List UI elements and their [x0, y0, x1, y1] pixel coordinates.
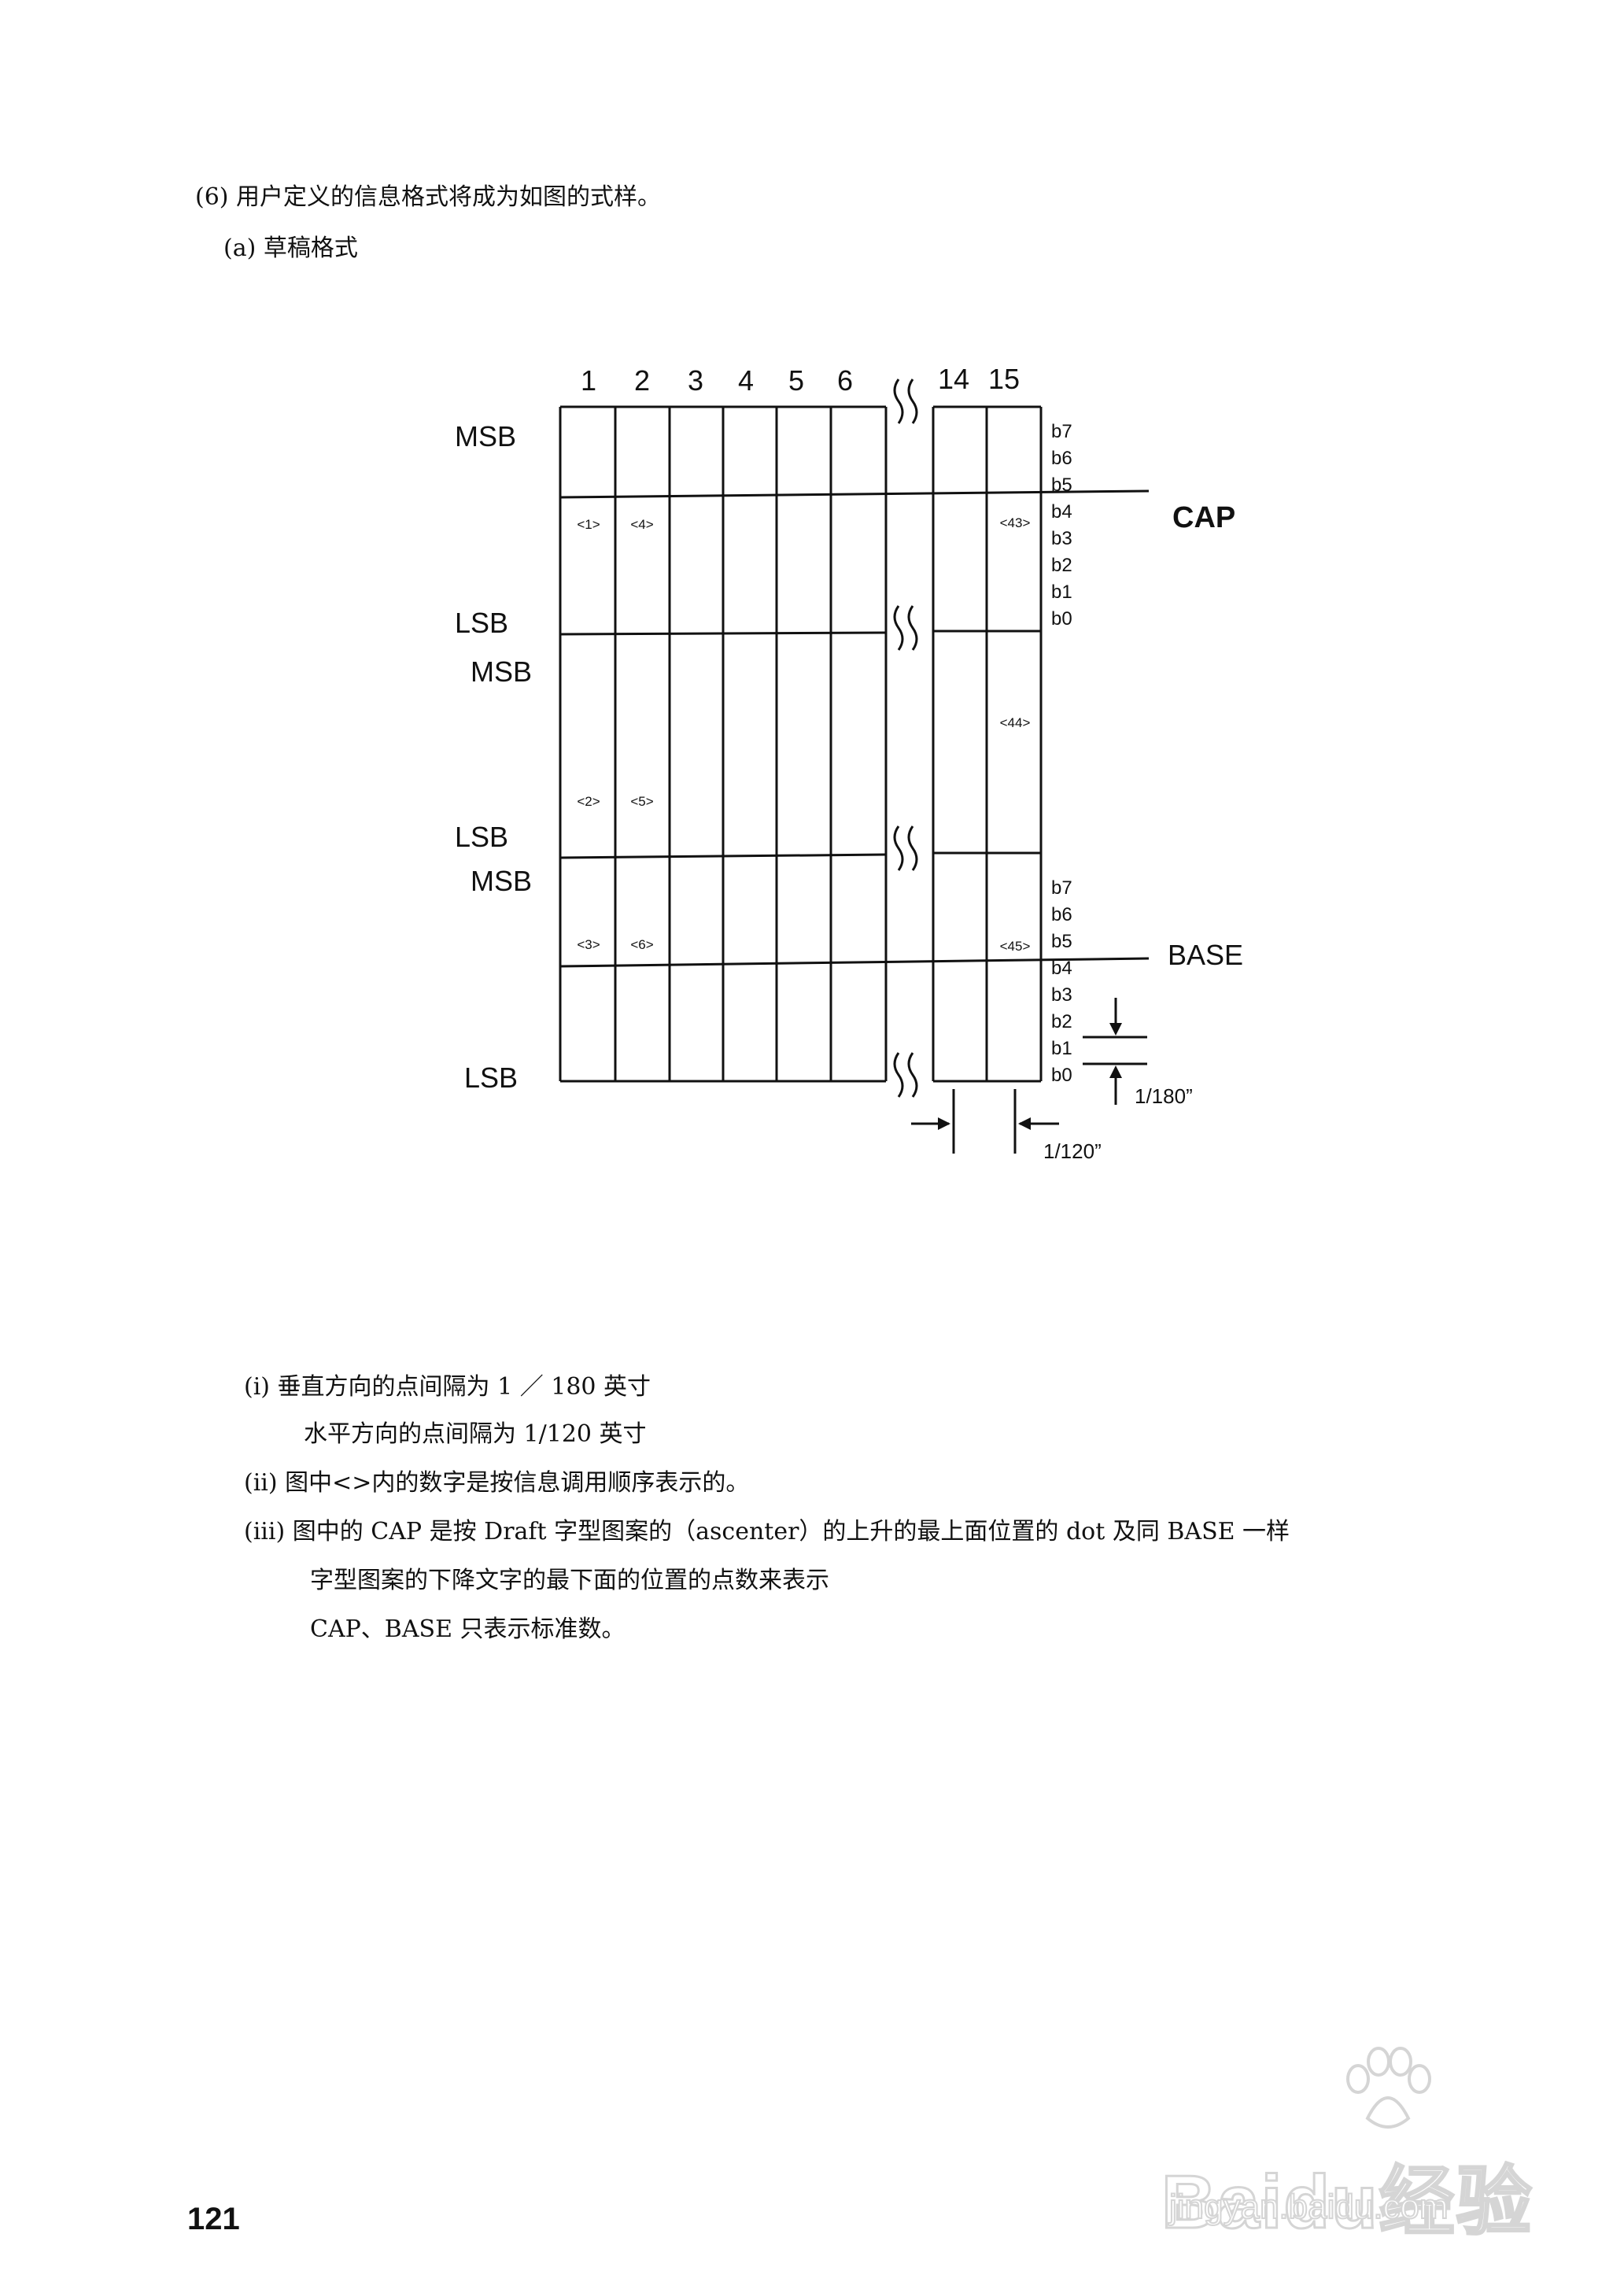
lsb-label: LSB — [464, 1062, 518, 1094]
watermark: Baidu经验 jingyan.baidu.com — [1161, 2047, 1602, 2258]
bit-label: b1 — [1051, 582, 1072, 603]
bit-label: b0 — [1051, 608, 1072, 630]
bit-label: b4 — [1051, 501, 1072, 522]
dot-matrix-diagram: 1 2 3 4 5 6 14 15 MSB LSB MSB LSB MSB LS… — [455, 363, 1243, 1163]
section-heading: (6) 用户定义的信息格式将成为如图的式样。 — [195, 183, 662, 211]
vertical-dimension-arrow-icon — [1083, 998, 1147, 1105]
horizontal-spacing-label: 1/120” — [1043, 1139, 1102, 1163]
column-label: 1 — [581, 364, 596, 397]
bit-label: b3 — [1051, 528, 1072, 549]
column-label: 15 — [988, 363, 1020, 395]
note-line: 字型图案的下降文字的最下面的位置的点数来表示 — [310, 1567, 829, 1594]
vertical-spacing-label: 1/180” — [1135, 1084, 1193, 1108]
note-line: (i) 垂直方向的点间隔为 1 ／ 180 英寸 — [244, 1373, 651, 1401]
column-label: 5 — [788, 364, 804, 397]
bit-label: b2 — [1051, 555, 1072, 576]
bit-label: b2 — [1051, 1011, 1072, 1032]
base-label: BASE — [1168, 939, 1243, 971]
bit-label: b7 — [1051, 877, 1072, 899]
column-label: 4 — [738, 364, 754, 397]
bit-label: b5 — [1051, 474, 1072, 496]
note-line: 水平方向的点间隔为 1/120 英寸 — [304, 1420, 647, 1448]
column-label: 3 — [688, 364, 703, 397]
bit-label: b3 — [1051, 984, 1072, 1006]
bit-label: b1 — [1051, 1038, 1072, 1059]
cell-marker: <43> — [1000, 515, 1031, 530]
break-mark-icon — [893, 378, 918, 1098]
cap-label: CAP — [1172, 501, 1235, 534]
cell-marker: <6> — [630, 937, 653, 952]
lsb-label: LSB — [455, 607, 508, 639]
cell-marker: <44> — [1000, 715, 1031, 730]
cell-marker: <2> — [577, 794, 600, 809]
cell-marker: <3> — [577, 937, 600, 952]
bit-label: b6 — [1051, 448, 1072, 469]
bit-label: b5 — [1051, 931, 1072, 952]
msb-label: MSB — [455, 420, 516, 452]
subsection-heading: (a) 草稿格式 — [223, 234, 358, 262]
page-number: 121 — [187, 2202, 240, 2236]
cell-marker: <4> — [630, 517, 653, 532]
watermark-logo: Baidu经验 — [1161, 2159, 1534, 2246]
bit-label: b7 — [1051, 421, 1072, 442]
cell-marker: <45> — [1000, 939, 1031, 954]
note-line: (iii) 图中的 CAP 是按 Draft 字型图案的（ascenter）的上… — [244, 1518, 1290, 1545]
horizontal-dimension-arrow-icon — [911, 1089, 1059, 1154]
bit-label: b4 — [1051, 958, 1072, 979]
cell-marker: <1> — [577, 517, 600, 532]
note-line: (ii) 图中<>内的数字是按信息调用顺序表示的。 — [244, 1469, 750, 1497]
cell-marker: <5> — [630, 794, 653, 809]
msb-label: MSB — [471, 865, 532, 897]
block-divider-line — [559, 631, 887, 636]
column-label: 2 — [634, 364, 650, 397]
cap-line — [559, 489, 1150, 499]
bit-label: b0 — [1051, 1065, 1072, 1086]
msb-label: MSB — [471, 655, 532, 688]
bit-label: b6 — [1051, 904, 1072, 925]
base-line — [559, 957, 1150, 968]
block-divider-line — [559, 853, 887, 859]
lsb-label: LSB — [455, 821, 508, 853]
column-label: 6 — [837, 364, 853, 397]
watermark-url: jingyan.baidu.com — [1168, 2187, 1449, 2227]
paw-icon — [1346, 2047, 1431, 2129]
note-line: CAP、BASE 只表示标准数。 — [310, 1615, 626, 1643]
column-label: 14 — [938, 363, 969, 395]
